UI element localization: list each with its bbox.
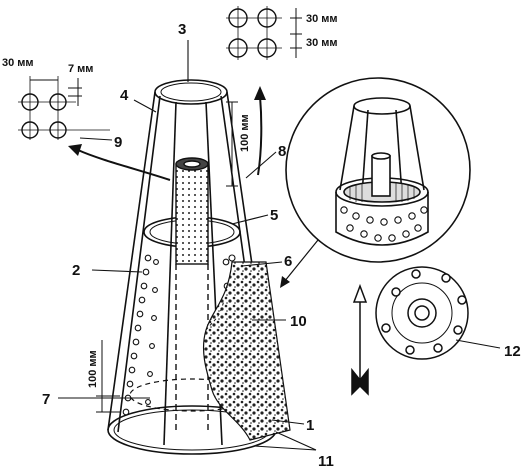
dim-tube-gap: 100 мм — [239, 114, 251, 152]
hole-grid-top — [226, 6, 302, 60]
callout-8: 8 — [278, 143, 286, 160]
filling-material — [202, 261, 291, 441]
inner-tube — [175, 157, 209, 430]
callout-7: 7 — [42, 391, 50, 408]
frame-rod-front-left — [163, 101, 177, 446]
callout-10: 10 — [290, 313, 307, 330]
bottom-plate — [375, 266, 469, 360]
frame-rod-left — [107, 91, 156, 431]
frame-rod-left-inner — [117, 95, 161, 433]
top-ring — [154, 79, 228, 105]
callout-5: 5 — [270, 207, 278, 224]
callout-6: 6 — [284, 253, 292, 270]
flow-arrow-left — [77, 149, 171, 181]
dim-grid-v: 30 мм — [306, 37, 338, 49]
flow-arrow-up — [257, 95, 263, 176]
dim-bottom-gap: 100 мм — [87, 350, 99, 388]
hole-grid-left — [18, 76, 110, 140]
callout-labels: 3 4 9 8 5 2 6 10 7 1 11 12 — [42, 21, 521, 470]
dim-left-offset: 7 мм — [68, 63, 93, 75]
inset-leader — [283, 239, 319, 283]
callout-1: 1 — [306, 417, 314, 434]
callout-12: 12 — [504, 343, 521, 360]
dimension-labels: 30 мм 30 мм 30 мм 7 мм 100 мм 100 мм — [2, 13, 338, 388]
leader-lines — [58, 40, 501, 451]
callout-11: 11 — [318, 453, 334, 470]
dim-left-spacing: 30 мм — [2, 57, 34, 69]
callout-2: 2 — [72, 262, 80, 279]
cone-wall-holes — [122, 254, 240, 416]
callout-3: 3 — [178, 21, 186, 38]
dim-lines — [96, 101, 238, 413]
detail-inset — [285, 77, 471, 263]
callout-9: 9 — [114, 134, 122, 151]
dim-grid-h: 30 мм — [306, 13, 338, 25]
callout-4: 4 — [120, 87, 129, 104]
direction-arrow — [351, 283, 369, 396]
